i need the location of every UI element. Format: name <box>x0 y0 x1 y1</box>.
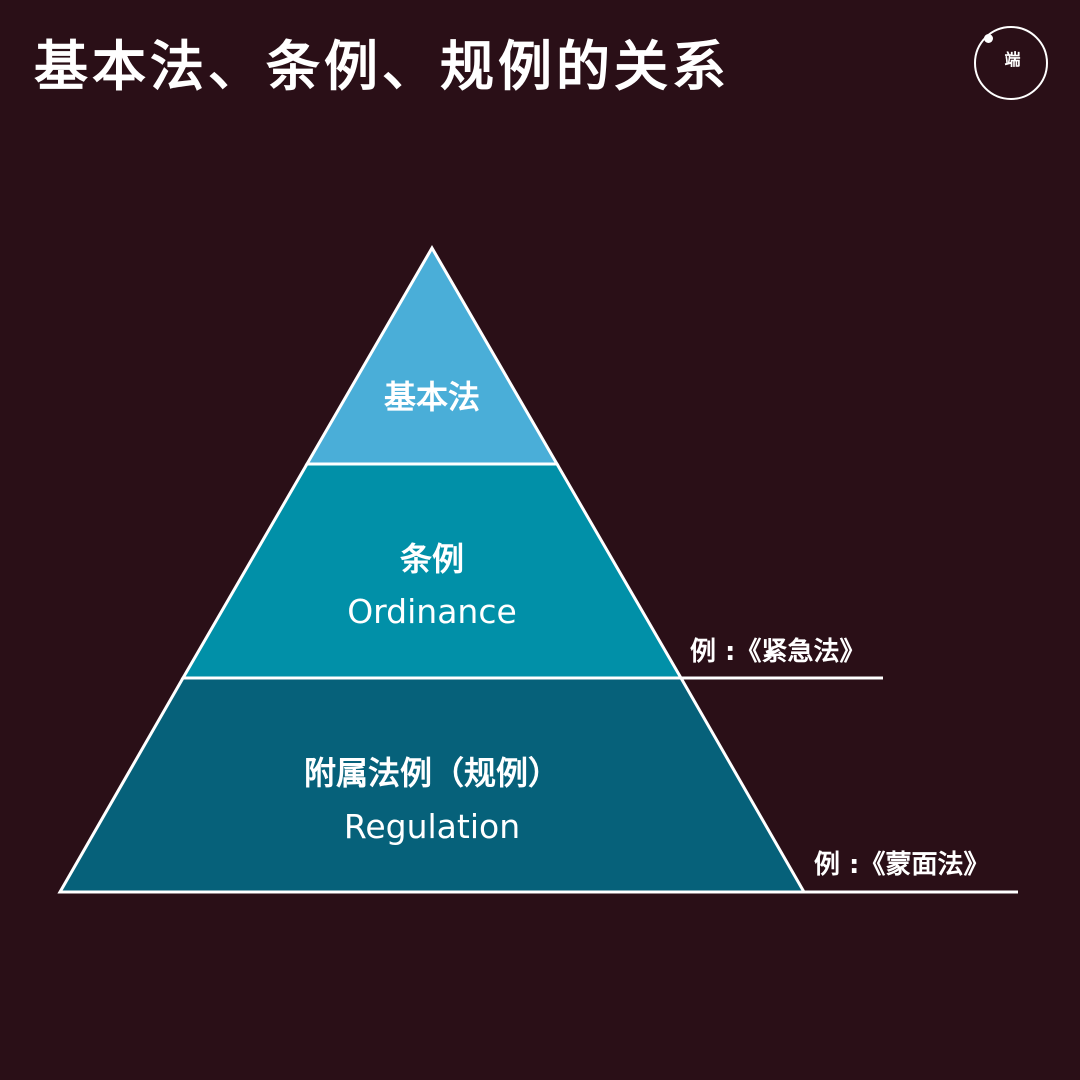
tier-label-regulation-zh: 附属法例（规例） <box>304 754 560 792</box>
page-title: 基本法、条例、规例的关系 <box>34 35 730 98</box>
tier-label-basic-law: 基本法 <box>384 378 480 416</box>
brand-logo: 端 <box>974 26 1048 100</box>
tier-label-regulation-en: Regulation <box>344 807 520 846</box>
pyramid-tier-basic-law <box>304 245 560 466</box>
tier-label-ordinance-en: Ordinance <box>347 592 517 631</box>
logo-text: 端 <box>1004 50 1022 69</box>
tier-label-ordinance-zh: 条例 <box>400 540 464 578</box>
example-label-regulation: 例 :《蒙面法》 <box>814 850 989 880</box>
example-label-ordinance: 例 :《紧急法》 <box>690 637 865 667</box>
logo-dot-icon <box>984 34 993 43</box>
